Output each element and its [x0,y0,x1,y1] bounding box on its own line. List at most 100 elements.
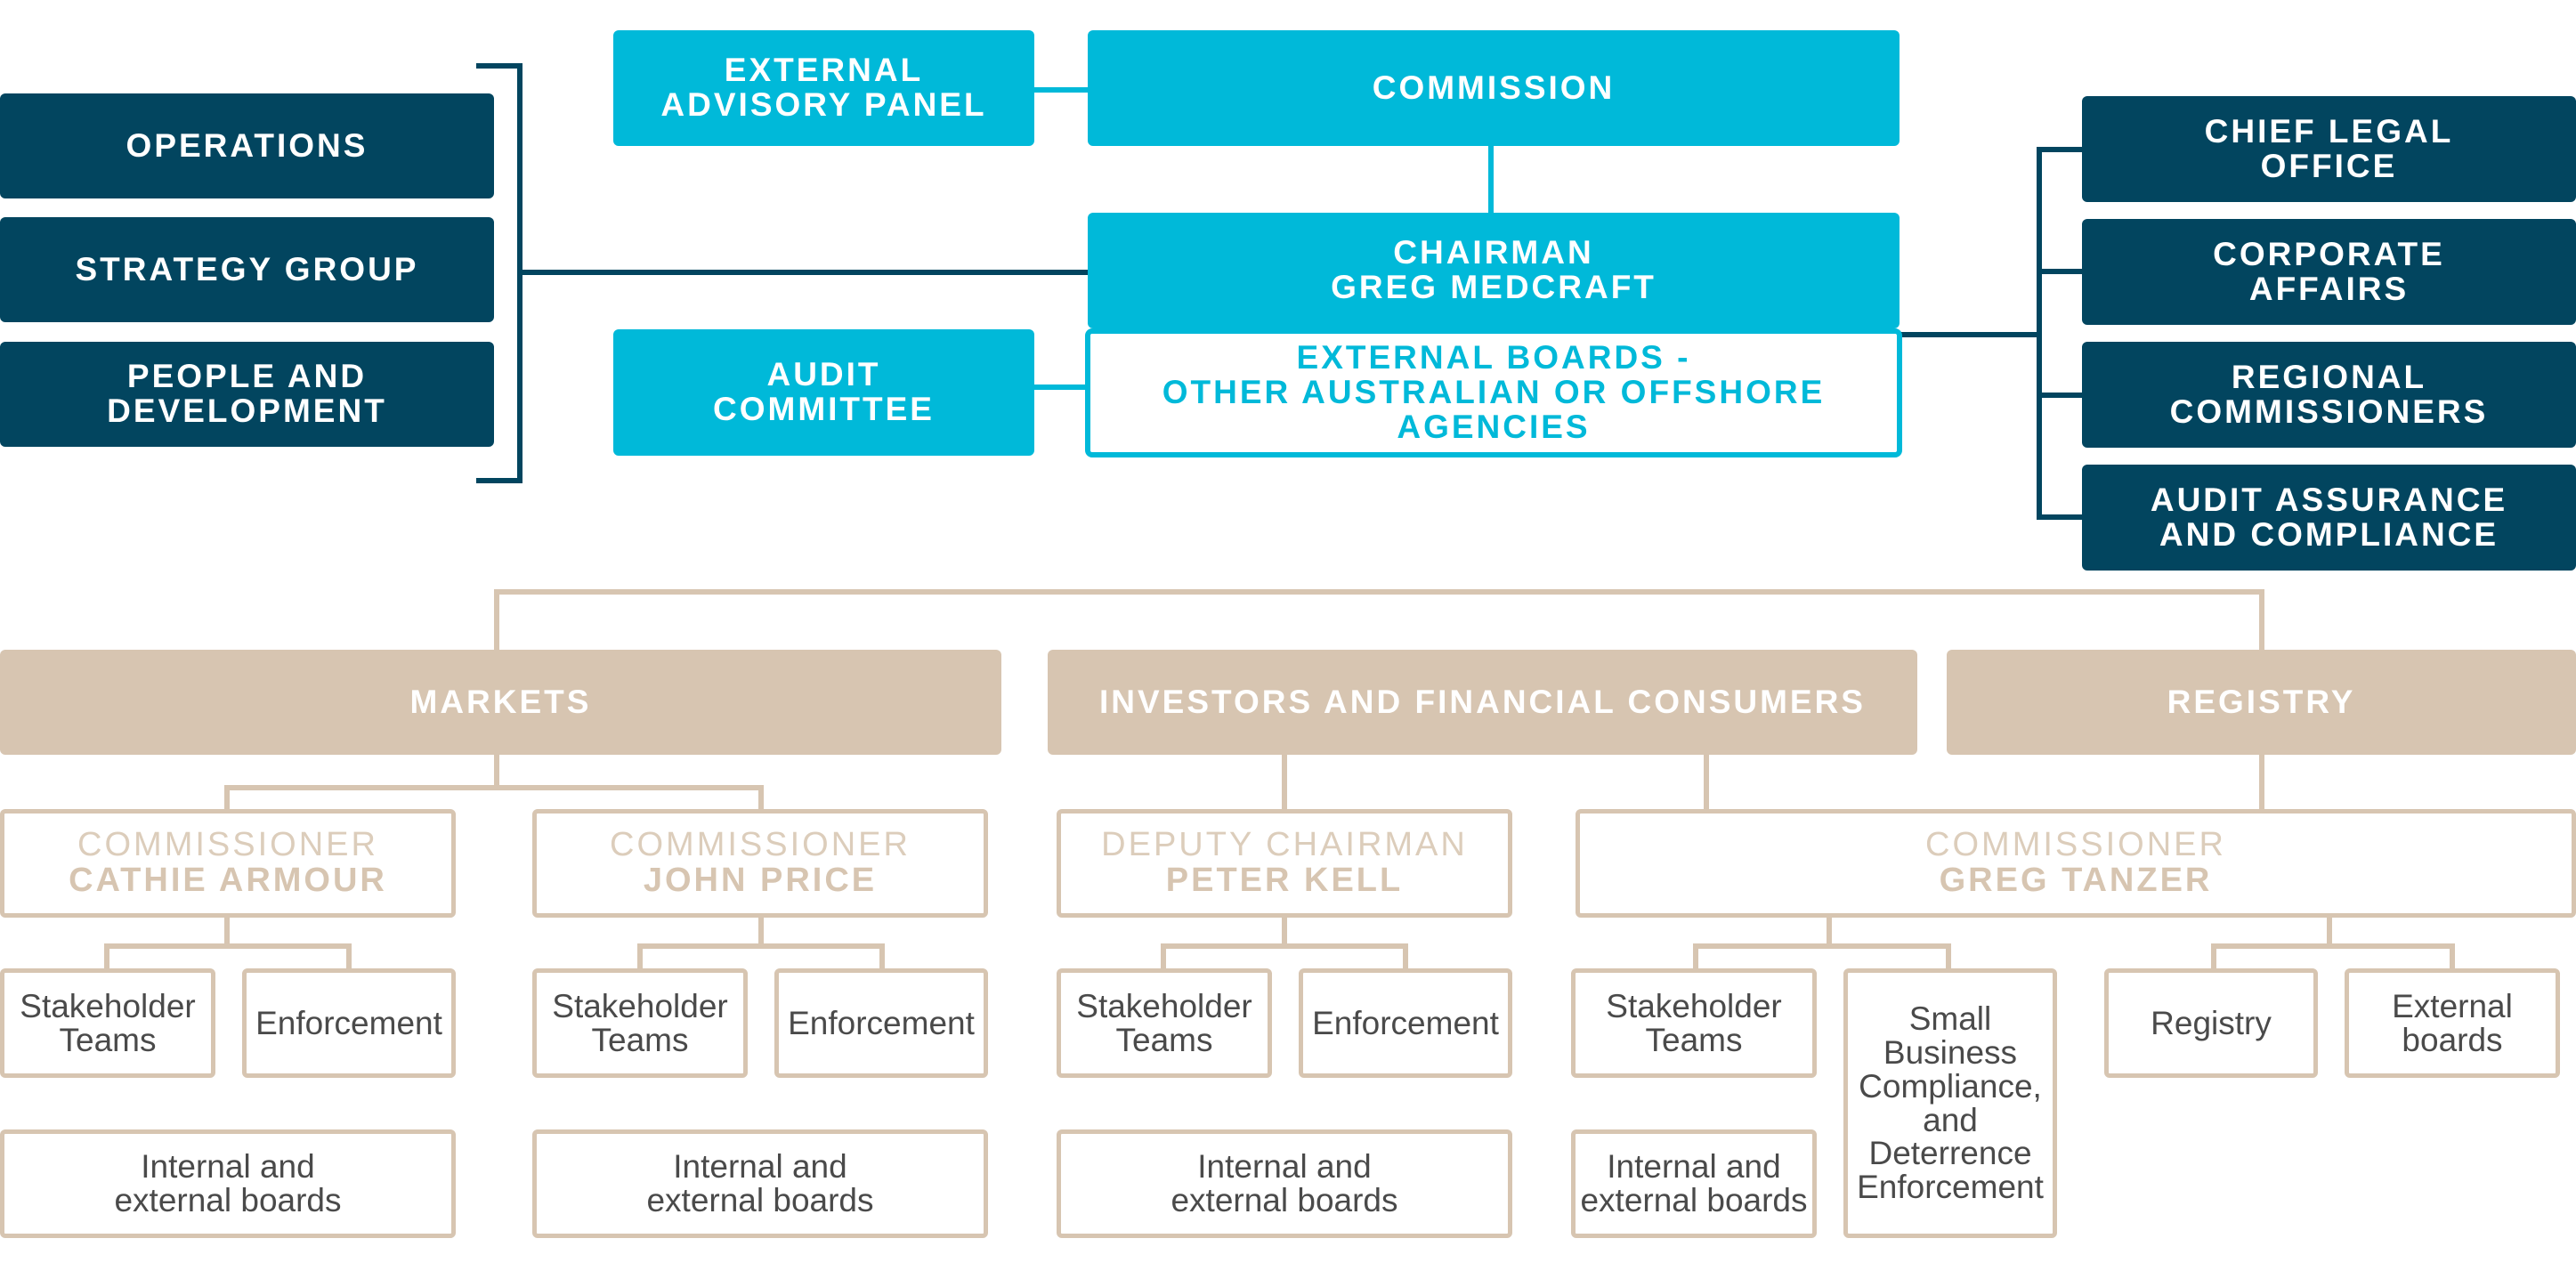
price-enforcement: Enforcement [774,968,988,1078]
unit-label: Small Business Compliance, and Deterrenc… [1857,1000,2044,1205]
unit-label: Enforcement [255,1004,442,1041]
audit-assurance-compliance-box: AUDIT ASSURANCE AND COMPLIANCE [2082,465,2576,571]
leader-name: CATHIE ARMOUR [69,862,387,899]
unit-label: Internal and external boards [114,1148,342,1218]
audit-committee-box: AUDIT COMMITTEE [613,329,1034,456]
unit-label: Enforcement [1312,1004,1499,1041]
commissioner-john-price: COMMISSIONER JOHN PRICE [532,809,988,918]
unit-label: Stakeholder Teams [20,987,196,1058]
chairman-box: CHAIRMAN GREG MEDCRAFT [1088,213,1900,328]
leader-role: COMMISSIONER [1925,826,2226,864]
tanzer-drop-2 [1946,943,1951,970]
kell-drop-right [1403,943,1408,970]
tanzer-registry: Registry [2104,968,2318,1078]
chairman-label: CHAIRMAN GREG MEDCRAFT [1331,234,1657,305]
left-bracket-top [476,63,522,69]
right-tick-3 [2037,393,2083,398]
kell-stakeholder-teams: Stakeholder Teams [1057,968,1272,1078]
right-tick-1 [2037,147,2083,152]
registry-division-label: REGISTRY [2167,683,2356,720]
unit-label: External boards [2392,987,2513,1058]
leader-name: PETER KELL [1165,862,1404,899]
external-advisory-panel-box: EXTERNAL ADVISORY PANEL [613,30,1034,146]
advisory-to-commission-connector [1033,87,1090,93]
strategy-group-box: STRATEGY GROUP [0,217,494,322]
commission-box: COMMISSION [1088,30,1900,146]
unit-label: Stakeholder Teams [1076,987,1252,1058]
operations-box: OPERATIONS [0,93,494,198]
unit-label: Stakeholder Teams [1606,987,1782,1058]
corporate-affairs-box: CORPORATE AFFAIRS [2082,219,2576,325]
deputy-chairman-peter-kell: DEPUTY CHAIRMAN PETER KELL [1057,809,1512,918]
chairman-to-right-connector [1900,332,2042,337]
investors-label: INVESTORS AND FINANCIAL CONSUMERS [1099,683,1866,720]
tanzer-split-right [2211,943,2455,949]
kell-drop-left [1161,943,1166,970]
armour-enforcement: Enforcement [242,968,456,1078]
registry-stem [2259,755,2264,812]
armour-stakeholder-teams: Stakeholder Teams [0,968,215,1078]
leader-name: JOHN PRICE [643,862,878,899]
left-bracket-bottom [476,478,522,483]
divisions-top-bar [494,589,2264,595]
unit-label: Internal and external boards [646,1148,874,1218]
unit-label: Stakeholder Teams [552,987,728,1058]
markets-label: MARKETS [409,683,592,720]
armour-stem [224,915,230,949]
registry-division: REGISTRY [1947,650,2576,755]
price-split [637,943,885,949]
left-to-chairman-connector [517,270,1090,275]
leader-role: COMMISSIONER [77,826,378,864]
investors-stem-right [1704,755,1709,812]
unit-label: Registry [2151,1004,2272,1041]
commissioner-greg-tanzer: COMMISSIONER GREG TANZER [1576,809,2576,918]
external-boards-box: EXTERNAL BOARDS - OTHER AUSTRALIAN OR OF… [1085,328,1902,457]
kell-stem [1282,915,1287,949]
kell-enforcement: Enforcement [1299,968,1512,1078]
tanzer-small-business: Small Business Compliance, and Deterrenc… [1843,968,2057,1238]
regional-commissioners-box: REGIONAL COMMISSIONERS [2082,342,2576,448]
tanzer-stem-right [2327,915,2332,949]
leader-name: GREG TANZER [1939,862,2213,899]
corporate-affairs-label: CORPORATE AFFAIRS [2213,235,2445,307]
unit-label: Internal and external boards [1580,1148,1808,1218]
chief-legal-office-label: CHIEF LEGAL OFFICE [2204,112,2454,184]
markets-split [224,785,764,790]
tanzer-split-left [1693,943,1951,949]
audit-to-boards-connector [1033,385,1090,390]
right-tick-2 [2037,269,2083,274]
investors-division: INVESTORS AND FINANCIAL CONSUMERS [1048,650,1917,755]
leader-role: COMMISSIONER [610,826,911,864]
people-development-label: PEOPLE AND DEVELOPMENT [107,358,387,429]
tanzer-stem-left [1827,915,1832,949]
investors-stem-left [1282,755,1287,812]
external-advisory-panel-label: EXTERNAL ADVISORY PANEL [660,52,987,123]
tanzer-drop-1 [1693,943,1698,970]
markets-division: MARKETS [0,650,1001,755]
people-development-box: PEOPLE AND DEVELOPMENT [0,342,494,447]
registry-drop [2259,589,2264,650]
tanzer-internal-external-boards: Internal and external boards [1571,1129,1817,1238]
leader-role: DEPUTY CHAIRMAN [1101,826,1468,864]
external-boards-label: EXTERNAL BOARDS - OTHER AUSTRALIAN OR OF… [1162,339,1826,445]
right-tick-4 [2037,514,2083,520]
commission-label: COMMISSION [1372,69,1616,106]
price-stakeholder-teams: Stakeholder Teams [532,968,748,1078]
kell-split [1161,943,1408,949]
commissioner-cathie-armour: COMMISSIONER CATHIE ARMOUR [0,809,456,918]
regional-commissioners-label: REGIONAL COMMISSIONERS [2169,358,2489,430]
armour-drop-right [346,943,352,970]
price-drop-right [879,943,885,970]
commission-to-chairman-connector [1488,143,1494,215]
markets-drop-armour [224,785,230,812]
operations-label: OPERATIONS [126,126,369,164]
armour-internal-external-boards: Internal and external boards [0,1129,456,1238]
right-bracket-vertical [2037,147,2042,520]
price-stem [758,915,764,949]
markets-drop [494,589,499,650]
price-drop-left [637,943,643,970]
kell-internal-external-boards: Internal and external boards [1057,1129,1512,1238]
tanzer-external-boards: External boards [2345,968,2560,1078]
chief-legal-office-box: CHIEF LEGAL OFFICE [2082,96,2576,202]
tanzer-drop-4 [2450,943,2455,970]
